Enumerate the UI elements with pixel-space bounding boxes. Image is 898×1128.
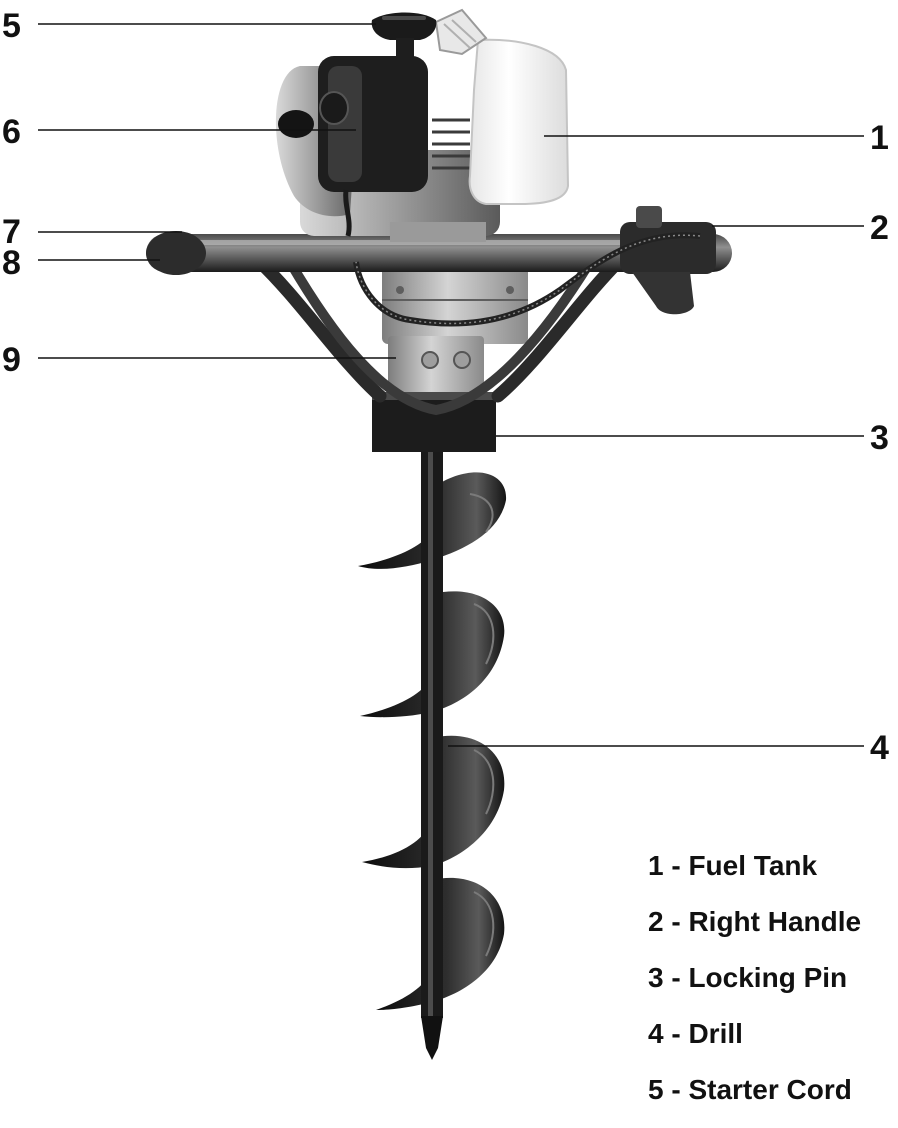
auger-drill — [358, 448, 507, 1060]
left-grip-end — [146, 231, 206, 275]
legend-item-drill: 4 - Drill — [648, 1018, 743, 1049]
callout-number-4: 4 — [870, 729, 889, 767]
flight-highlight — [473, 749, 495, 815]
flight-highlight — [469, 493, 494, 533]
fuel-tank — [468, 38, 570, 205]
gearbox-bolt — [421, 351, 439, 369]
handle-frame — [146, 206, 732, 416]
callout-number-5: 5 — [2, 7, 21, 45]
starter-grip — [371, 12, 437, 64]
handlebar-highlight — [160, 240, 716, 245]
callout-number-7: 7 — [2, 213, 21, 251]
fuel-cap — [434, 8, 488, 56]
legend-item-starter-cord: 5 - Starter Cord — [648, 1074, 852, 1105]
flight-highlight — [473, 603, 495, 665]
parts-legend: 1 - Fuel Tank 2 - Right Handle 3 - Locki… — [648, 848, 861, 1128]
callout-number-3: 3 — [870, 419, 889, 457]
cooling-fins — [432, 118, 470, 170]
gearbox-upper — [382, 264, 528, 344]
callout-numbers: 5 6 7 8 9 1 2 3 4 — [2, 7, 889, 767]
callout-number-6: 6 — [2, 113, 21, 151]
callout-number-1: 1 — [870, 119, 889, 157]
frame-left-strut — [253, 255, 387, 403]
choke-knob — [278, 110, 314, 138]
engine — [275, 8, 570, 242]
gearbox-bolt — [506, 286, 514, 294]
callout-number-9: 9 — [2, 341, 21, 379]
right-handle-controls — [620, 206, 716, 315]
callout-number-8: 8 — [2, 244, 21, 282]
gearbox-bolt — [453, 351, 471, 369]
throttle-trigger — [632, 272, 694, 315]
legend-item-fuel-tank: 1 - Fuel Tank — [648, 850, 818, 881]
cable-highlight — [355, 234, 701, 325]
shaft-highlight — [428, 448, 433, 1018]
callout-lines — [38, 23, 864, 747]
ignition-wire — [343, 189, 352, 237]
callout-number-2: 2 — [870, 209, 889, 247]
coupling-highlight — [372, 392, 496, 400]
earth-auger-diagram: 5 6 7 8 9 1 2 3 4 — [2, 7, 889, 1060]
choke-cap — [319, 91, 349, 125]
frame-inner-loop — [285, 259, 595, 416]
drill-tip — [421, 1016, 443, 1060]
flight-highlight — [473, 891, 495, 957]
throttle-housing — [620, 222, 716, 274]
engine-neck — [390, 222, 486, 242]
throttle-switch — [636, 206, 662, 228]
locking-pin-coupling — [372, 392, 496, 452]
legend-item-locking-pin: 3 - Locking Pin — [648, 962, 848, 993]
frame-right-strut — [491, 255, 625, 403]
legend-item-right-handle: 2 - Right Handle — [648, 906, 862, 937]
gearbox-bolt — [396, 286, 404, 294]
